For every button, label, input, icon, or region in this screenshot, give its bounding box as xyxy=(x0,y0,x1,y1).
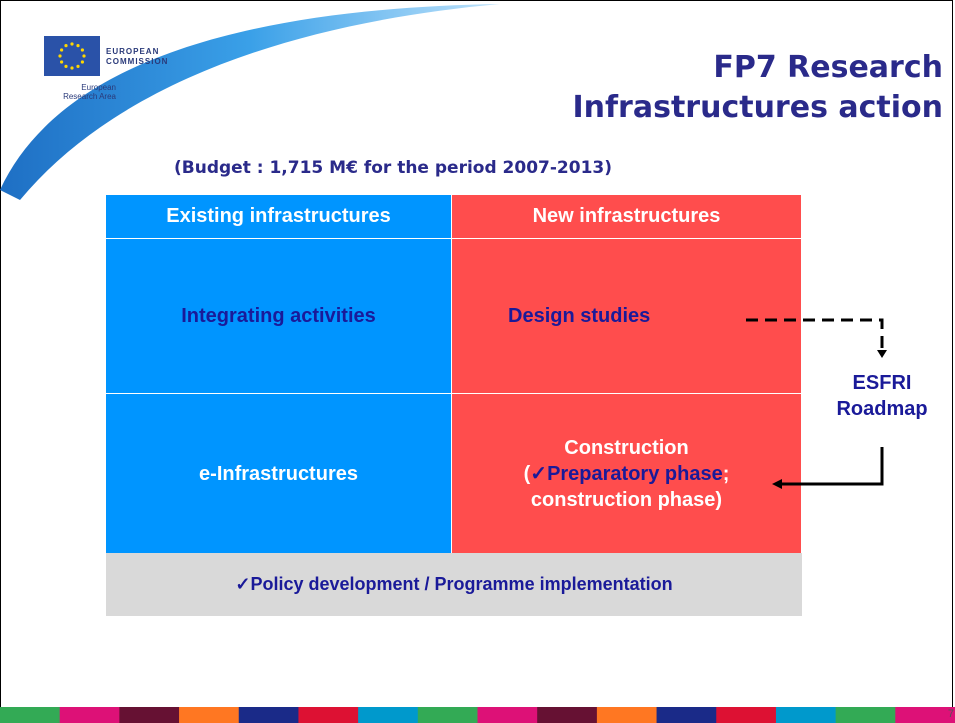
construction-line-1: Construction xyxy=(564,436,689,459)
construction-semicolon: ; xyxy=(722,462,730,485)
einfra-label: e-Infrastructures xyxy=(199,462,358,485)
esfri-line-1: ESFRI xyxy=(852,372,912,394)
cell-e-infrastructures: e-Infrastructures xyxy=(106,394,451,553)
construction-line-2: (✓Preparatory phase; xyxy=(524,461,730,487)
check-icon: ✓ xyxy=(235,574,251,594)
construction-line-3: construction phase) xyxy=(530,488,723,511)
stripe-segment xyxy=(238,707,299,723)
stripe-segment xyxy=(835,707,896,723)
stripe-segment xyxy=(537,707,598,723)
integrating-label: Integrating activities xyxy=(181,304,376,327)
policy-label: Policy development / Programme implement… xyxy=(250,574,673,594)
era-line-1: European xyxy=(81,83,116,92)
stripe-segment xyxy=(477,707,538,723)
stripe-segment xyxy=(596,707,658,723)
arrowhead-left-icon xyxy=(772,479,782,489)
era-line-2: Research Area xyxy=(63,92,116,101)
design-label: Design studies xyxy=(508,304,651,327)
policy-development-bar: ✓Policy development / Programme implemen… xyxy=(106,553,802,616)
logo-line-european: EUROPEAN xyxy=(106,47,160,56)
construction-paren: ( xyxy=(523,462,531,485)
stripe-segment xyxy=(775,707,837,723)
cell-construction: Construction (✓Preparatory phase; constr… xyxy=(452,394,801,553)
cell-design-studies: Design studies xyxy=(452,239,801,393)
construction-text: Construction (✓Preparatory phase; constr… xyxy=(524,435,730,513)
header-existing-label: Existing infrastructures xyxy=(166,205,391,227)
stripe-segment xyxy=(298,707,359,723)
stripe-segment xyxy=(656,707,717,723)
preparatory-phase-label: Preparatory phase xyxy=(547,462,723,485)
arrowhead-down-icon xyxy=(877,350,887,358)
header-new-label: New infrastructures xyxy=(532,205,721,227)
solid-connector-esfri-to-preparatory xyxy=(782,447,884,486)
stripe-segment xyxy=(417,707,478,723)
esfri-roadmap-label: ESFRI Roadmap xyxy=(820,370,944,422)
stripe-segment xyxy=(179,707,240,723)
stripe-segment xyxy=(895,707,955,723)
page-number: 7 xyxy=(947,708,954,720)
budget-subtitle: (Budget : 1,715 M€ for the period 2007-2… xyxy=(174,158,612,178)
stripe-segment xyxy=(358,707,419,723)
header-new-infrastructures: New infrastructures xyxy=(452,195,801,238)
header-swoosh xyxy=(0,4,500,200)
stripe-segment xyxy=(0,707,61,723)
logo-text: EUROPEAN COMMISSION xyxy=(106,47,168,67)
logo-line-commission: COMMISSION xyxy=(106,57,169,66)
dashed-connector-design-to-esfri xyxy=(746,318,884,350)
slide-title: FP7 Research Infrastructures action xyxy=(572,48,943,128)
check-icon: ✓ xyxy=(530,462,548,485)
footer-color-stripe xyxy=(0,707,955,723)
eu-flag-icon xyxy=(44,36,100,76)
stripe-segment xyxy=(716,707,777,723)
header-existing-infrastructures: Existing infrastructures xyxy=(106,195,451,238)
stripe-segment xyxy=(59,707,120,723)
title-line-2: Infrastructures action xyxy=(572,90,943,125)
cell-integrating-activities: Integrating activities xyxy=(106,239,451,393)
stripe-segment xyxy=(119,707,180,723)
title-line-1: FP7 Research xyxy=(713,50,943,85)
era-label: European Research Area xyxy=(8,83,116,101)
esfri-line-2: Roadmap xyxy=(836,398,928,420)
